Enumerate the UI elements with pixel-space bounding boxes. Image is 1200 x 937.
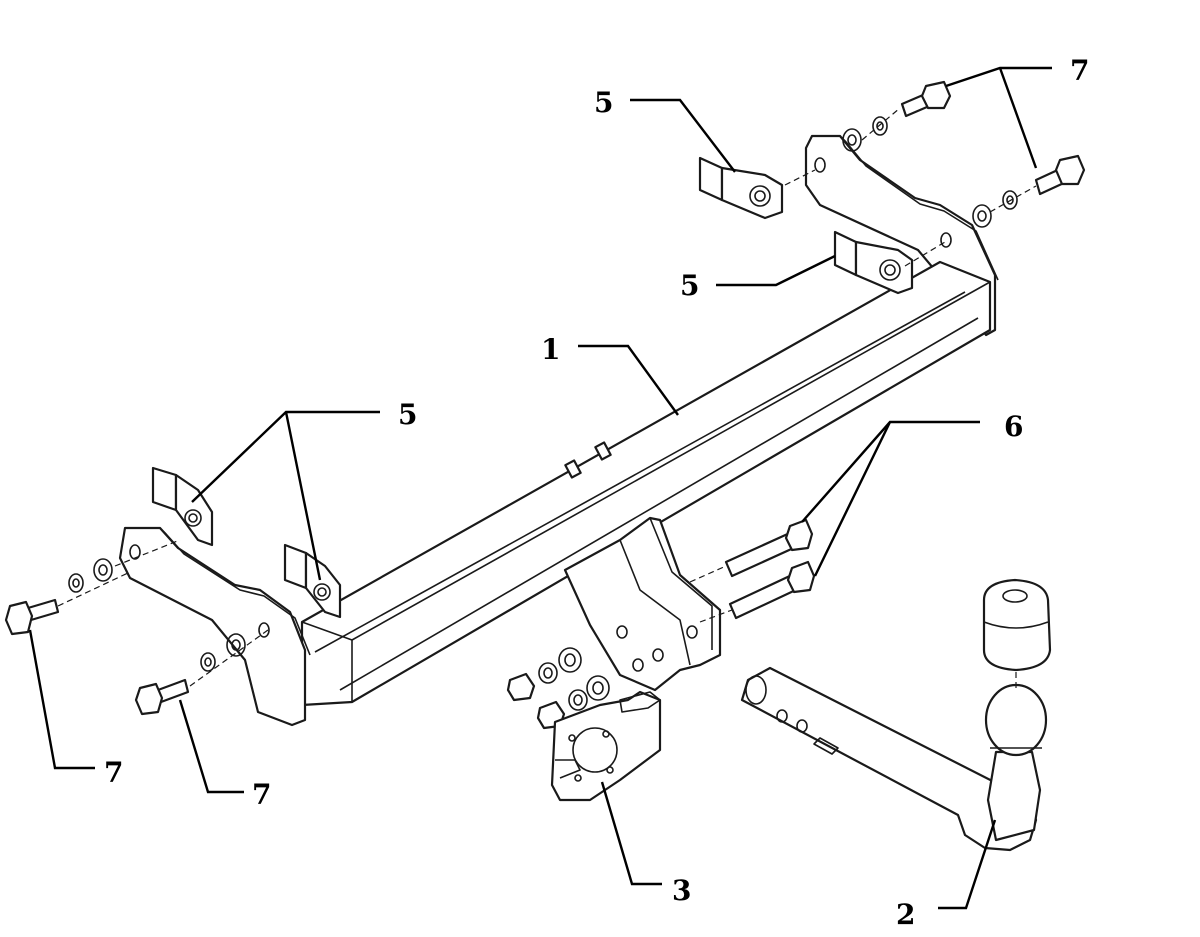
leader-5-left (191, 410, 380, 581)
leader-3 (600, 781, 662, 886)
left-mounting-plate (118, 526, 311, 727)
callout-5-middle: 5 (680, 269, 699, 302)
callout-5-left: 5 (398, 398, 417, 431)
callout-7-left-2: 7 (252, 778, 271, 811)
bolt-left-1 (4, 558, 113, 636)
leader-1 (578, 344, 679, 416)
cross-beam (300, 260, 992, 707)
leader-lines (28, 66, 1052, 910)
center-bracket (563, 516, 722, 692)
socket-plate (550, 690, 662, 802)
callout-2: 2 (896, 898, 915, 931)
leader-6 (801, 420, 980, 577)
bolt-left-2 (134, 633, 246, 716)
callout-7-top: 7 (1070, 54, 1089, 87)
callout-3: 3 (672, 874, 691, 907)
leader-5-middle (716, 254, 836, 287)
callout-5-top: 5 (594, 86, 613, 119)
bolt-top-1 (842, 80, 952, 152)
bracket-top (698, 156, 784, 220)
callout-6: 6 (1004, 410, 1023, 443)
leader-7-left-2 (178, 699, 244, 794)
leader-5-top (630, 98, 736, 173)
long-bolt-upper (724, 518, 814, 578)
long-bolt-lower (728, 560, 816, 620)
ball-cap (982, 578, 1052, 672)
callout-1: 1 (541, 333, 560, 366)
leader-2 (938, 819, 997, 910)
leader-7-left-1 (28, 629, 95, 770)
bracket-left-2 (283, 543, 342, 619)
leader-7-top (945, 66, 1052, 169)
bracket-middle (833, 230, 914, 295)
bracket-left-1 (151, 466, 214, 547)
callout-7-left-1: 7 (104, 756, 123, 789)
tow-ball-arm (740, 666, 1048, 852)
bolt-top-2 (972, 154, 1086, 228)
assembly-guide-lines (57, 107, 1037, 688)
